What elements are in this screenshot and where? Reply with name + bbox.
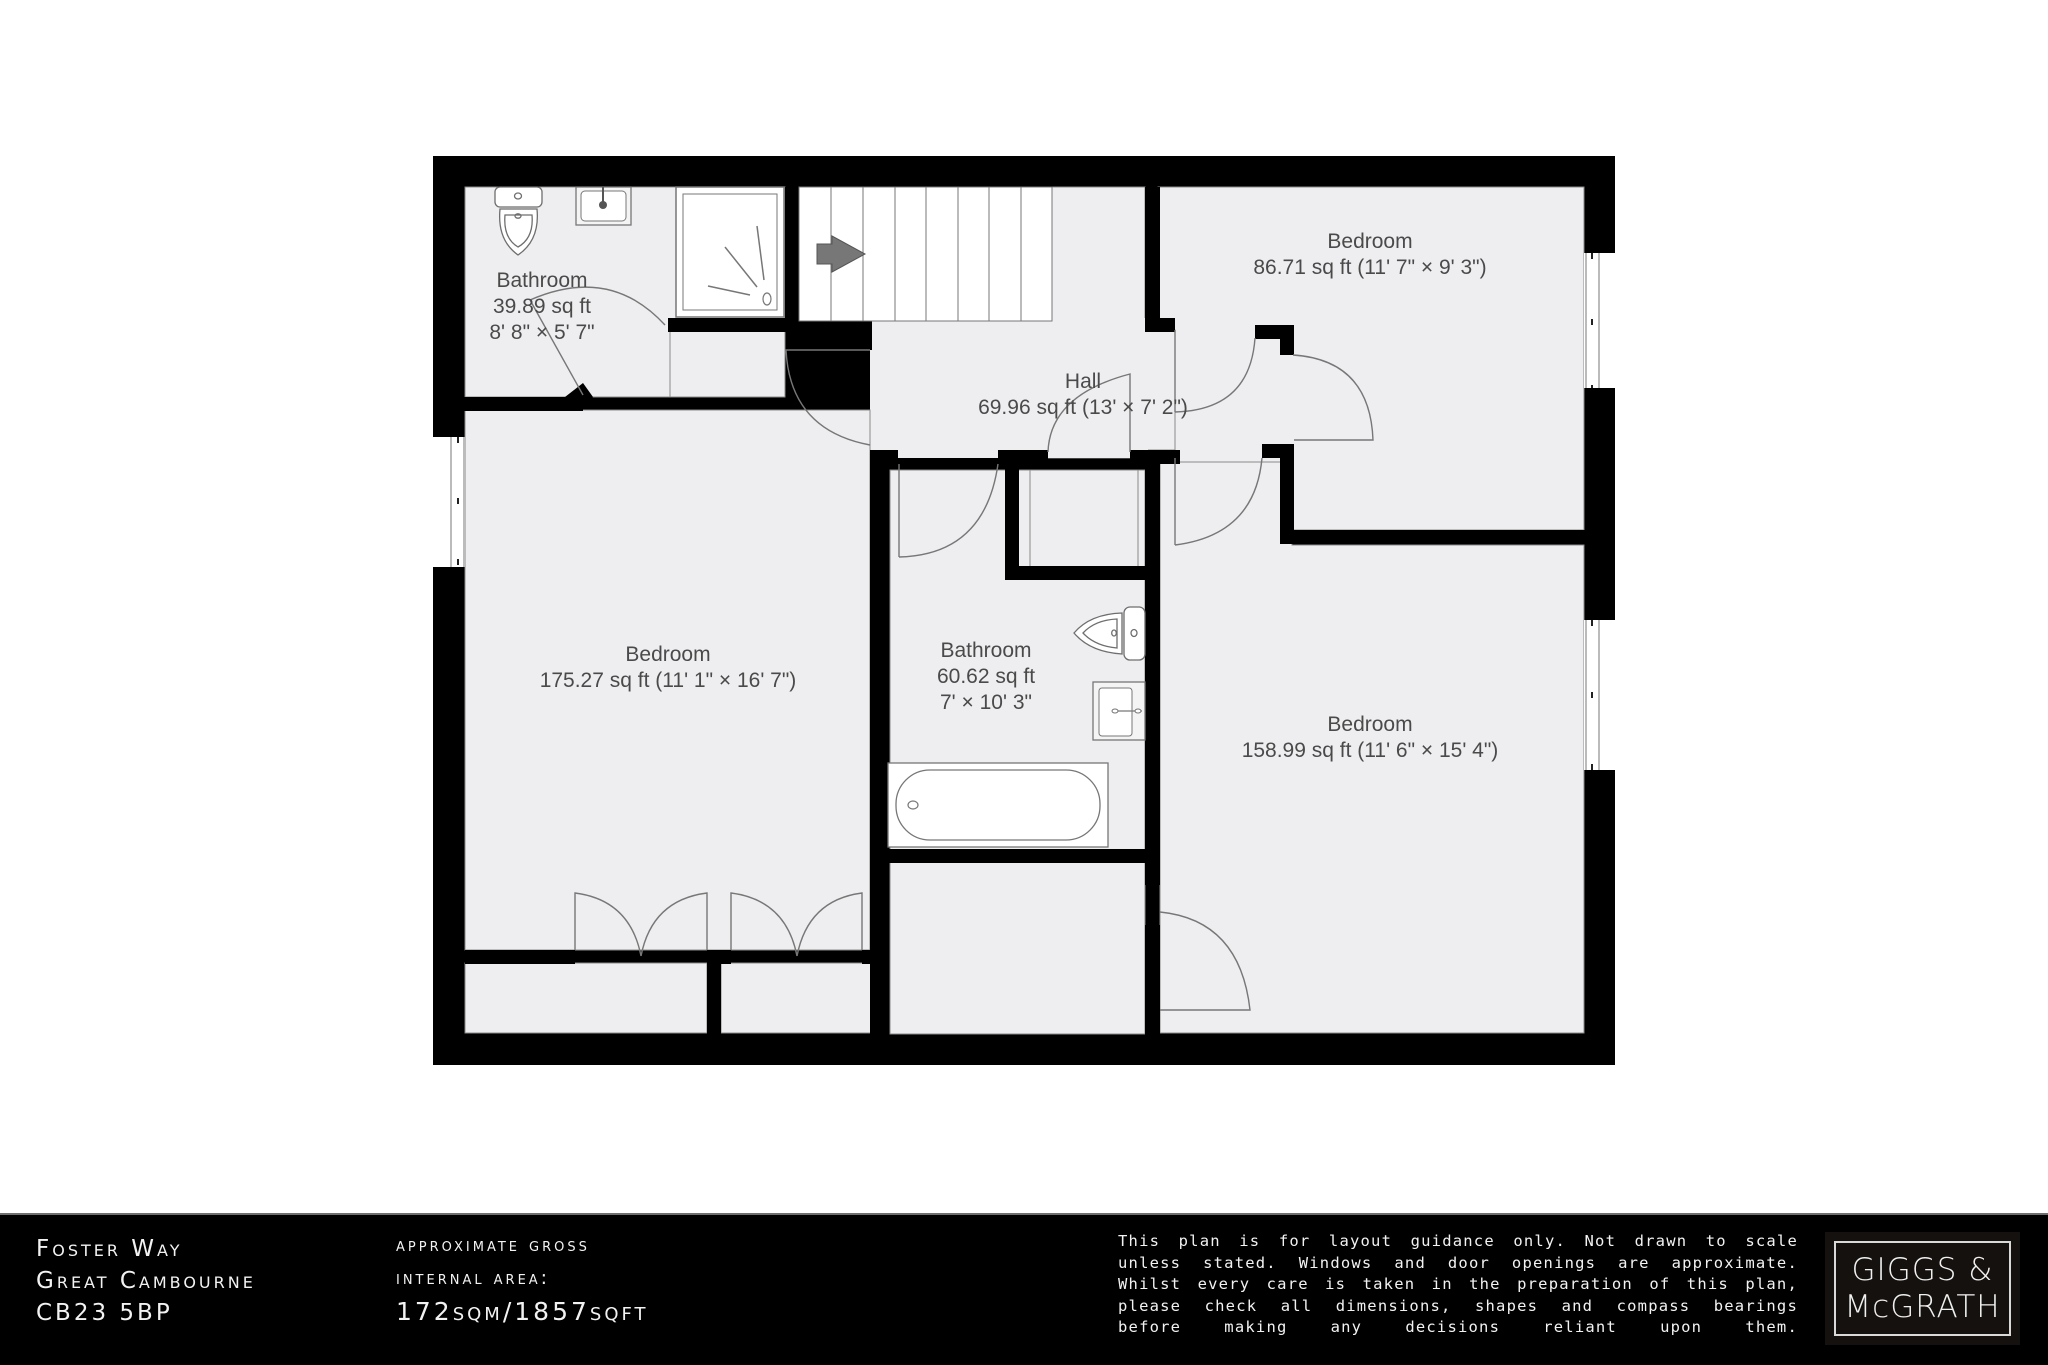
room-dimensions: 7' × 10' 3" <box>940 691 1032 714</box>
wall-bathroom-right <box>1145 450 1160 885</box>
floor-plan-drawing <box>433 156 1616 1065</box>
room-label-bedroom-small: Bedroom 86.71 sq ft (11' 7" × 9' 3") <box>1253 229 1486 281</box>
bathtub-icon <box>887 762 1109 848</box>
wall-hall-stub <box>858 318 872 350</box>
room-name: Bedroom <box>625 643 711 666</box>
room-label-hall: Hall 69.96 sq ft (13' × 7' 2") <box>978 369 1188 421</box>
room-area-dimensions: 69.96 sq ft (13' × 7' 2") <box>978 396 1188 419</box>
wall-closet-left <box>1005 450 1019 580</box>
room-label-ensuite-bathroom: Bathroom 39.89 sq ft 8' 8" × 5' 7" <box>489 268 594 346</box>
disclaimer-line: Whilst every care is taken in the prepar… <box>1118 1275 1798 1293</box>
disclaimer-line: unless stated. Windows and door openings… <box>1118 1253 1798 1272</box>
floor-bedroom-left <box>464 409 871 951</box>
room-area: 60.62 sq ft <box>936 665 1036 688</box>
window-left <box>447 437 465 567</box>
floor-store <box>889 861 1146 1035</box>
floor-cupboard-1 <box>464 962 708 1034</box>
wall-cupboard-top-1 <box>465 950 575 964</box>
room-area-dimensions: 86.71 sq ft (11' 7" × 9' 3") <box>1253 256 1487 279</box>
wall-bathroom-bottom <box>884 849 1146 863</box>
room-area: 39.89 sq ft <box>492 295 592 318</box>
address-postcode: CB23 5BP <box>36 1300 173 1326</box>
sink-icon <box>1092 681 1146 741</box>
room-name: Bathroom <box>940 639 1032 662</box>
wall-ensuite-bottom <box>433 397 583 411</box>
room-name: Bedroom <box>1327 713 1413 736</box>
area-value: 172sqm/1857sqft <box>396 1297 649 1326</box>
window-right-bottom <box>1584 620 1602 770</box>
wall-bedrooms-divider <box>1280 530 1585 544</box>
property-address: Foster Way Great Cambourne CB23 5BP <box>36 1233 256 1329</box>
room-label-bedroom-right: Bedroom 158.99 sq ft (11' 6" × 15' 4") <box>1242 712 1499 764</box>
stair-direction-arrow-icon <box>816 235 867 273</box>
agency-logo: GIGGS & McGRATH <box>1825 1232 2020 1345</box>
sink-icon <box>575 186 632 226</box>
windows <box>433 253 1616 770</box>
wall-small-bedroom-bottom-left <box>1280 444 1294 544</box>
address-street: Foster Way <box>36 1236 183 1262</box>
wall-left-bedroom-right <box>870 450 884 1035</box>
wall-stair-left <box>785 187 799 332</box>
address-town: Great Cambourne <box>36 1268 256 1294</box>
floor-closet <box>1029 469 1139 571</box>
room-name: Bedroom <box>1327 230 1413 253</box>
logo-line-1: GIGGS & <box>1851 1251 1994 1288</box>
area-heading-line-2: internal area: <box>396 1267 551 1289</box>
gross-internal-area: Approximate gross internal area: 172sqm/… <box>396 1229 649 1328</box>
logo-line-2: McGRATH <box>1844 1288 2001 1325</box>
disclaimer-line: please check all dimensions, shapes and … <box>1118 1296 1798 1315</box>
area-heading-line-1: Approximate gross <box>396 1234 590 1256</box>
wall-closet-bottom <box>1005 566 1145 580</box>
shower-icon <box>675 186 785 318</box>
disclaimer-line: This plan is for layout guidance only. N… <box>1118 1232 1798 1250</box>
room-name: Bathroom <box>496 269 588 292</box>
room-label-main-bathroom: Bathroom 60.62 sq ft 7' × 10' 3" <box>937 638 1035 716</box>
room-area-dimensions: 158.99 sq ft (11' 6" × 15' 4") <box>1241 739 1499 762</box>
room-dimensions: 8' 8" × 5' 7" <box>489 321 595 344</box>
window-right-top <box>1584 253 1602 388</box>
logo-frame: GIGGS & McGRATH <box>1834 1241 2011 1336</box>
floor-plan: Bathroom 39.89 sq ft 8' 8" × 5' 7" Hall … <box>433 156 1616 1065</box>
floor-cupboard-2 <box>720 962 872 1034</box>
door-swings <box>529 286 1374 1011</box>
wall-small-bedroom-left <box>1145 187 1160 330</box>
room-label-bedroom-left: Bedroom 175.27 sq ft (11' 1" × 16' 7") <box>540 642 797 694</box>
wall-cupboard-divider <box>707 950 721 1035</box>
staircase <box>798 186 1053 322</box>
toilet-icon <box>1073 606 1146 661</box>
disclaimer-line: before making any decisions reliant upon… <box>1118 1318 1798 1336</box>
disclaimer-text: This plan is for layout guidance only. N… <box>1118 1231 1798 1339</box>
toilet-icon <box>494 186 543 256</box>
footer-bar: Foster Way Great Cambourne CB23 5BP Appr… <box>0 1213 2048 1365</box>
room-name: Hall <box>1064 370 1102 393</box>
room-area-dimensions: 175.27 sq ft (11' 1" × 16' 7") <box>539 669 797 692</box>
